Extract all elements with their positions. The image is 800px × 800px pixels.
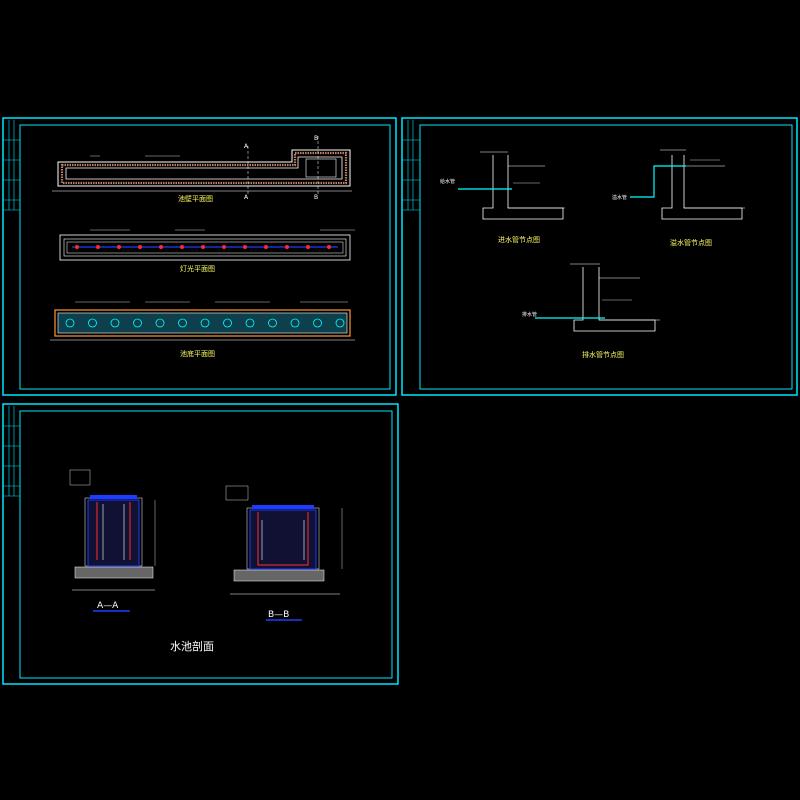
floor-drain <box>88 318 97 328</box>
details-sheet-inner-frame <box>419 124 793 390</box>
inlet-wall <box>482 155 564 220</box>
pool-bottom-outer <box>54 309 351 337</box>
plans-sheet: A A B B 池壁平面图 灯光平面图 <box>2 117 397 396</box>
underwater-light <box>180 245 184 249</box>
lighting-plan-title: 灯光平面图 <box>180 264 215 273</box>
floor-drain <box>335 318 345 328</box>
drain-pipe-label: 排水管 <box>522 311 537 318</box>
underwater-light <box>159 245 163 249</box>
pool-bottom-water <box>57 312 348 334</box>
floor-drain <box>110 318 120 328</box>
inlet-detail-title: 进水管节点图 <box>498 235 540 244</box>
underwater-light <box>264 245 268 249</box>
overflow-detail: 溢水管 溢水管节点图 <box>612 149 745 247</box>
bottom-plan-title: 池底平面图 <box>180 349 215 358</box>
pool-wall-hatch <box>60 151 348 185</box>
drains-group <box>65 318 345 328</box>
section-a-coping <box>90 495 137 499</box>
drain-detail: 排水管 排水管节点图 <box>522 263 660 359</box>
section-mark-a-top: A <box>244 143 249 150</box>
section-a-label: A—A <box>97 601 119 611</box>
floor-drain <box>268 318 277 328</box>
overflow-detail-title: 溢水管节点图 <box>670 238 712 247</box>
section-b-base <box>233 569 325 582</box>
pool-wall-outline-outer <box>57 149 351 187</box>
section-b-coping <box>252 505 314 509</box>
sections-sheet-frame <box>2 403 399 685</box>
pool-wall-plan: A A B B 池壁平面图 <box>52 135 352 203</box>
floor-drain <box>65 318 75 328</box>
section-a-base <box>74 566 154 579</box>
section-mark-b-bottom: B <box>314 194 318 201</box>
underwater-light <box>138 245 142 249</box>
underwater-light <box>75 245 79 249</box>
lights-group <box>75 245 331 249</box>
details-sheet: 给水管 进水管节点图 溢水管 溢水管节点图 排水管 排水管节点图 <box>401 117 798 396</box>
lighting-plan-mid <box>63 238 347 257</box>
pump-pit <box>305 158 337 178</box>
details-sheet-frame <box>401 117 798 396</box>
section-a-drawing: A—A <box>69 469 156 612</box>
details-title-block <box>402 120 420 211</box>
drain-detail-title: 排水管节点图 <box>582 350 624 359</box>
section-b-rebar <box>257 512 309 566</box>
plans-sheet-inner-frame <box>19 124 391 390</box>
section-b-drawing: B—B <box>225 485 343 621</box>
pool-wall-outline-inner <box>65 156 343 180</box>
section-b-label: B—B <box>268 610 289 620</box>
lighting-plan-inner <box>66 241 344 254</box>
lighting-plan: 灯光平面图 <box>59 229 355 273</box>
underwater-light <box>327 245 331 249</box>
pool-bottom-plan: 池底平面图 <box>50 301 355 358</box>
floor-drain <box>155 318 165 328</box>
overflow-pipe-label: 溢水管 <box>612 194 627 201</box>
floor-drain <box>223 318 232 328</box>
underwater-light <box>96 245 100 249</box>
inlet-pipe-label: 给水管 <box>440 178 455 185</box>
floor-drain <box>178 318 187 328</box>
floor-drain <box>245 318 255 328</box>
floor-drain <box>133 318 142 328</box>
sections-title-block <box>3 406 20 497</box>
overflow-pipe <box>630 165 686 198</box>
wall-plan-title: 池壁平面图 <box>178 194 213 203</box>
sections-sheet: A—A B—B 水池剖面 <box>2 403 399 685</box>
underwater-light <box>222 245 226 249</box>
section-b-note-box <box>225 485 249 501</box>
section-mark-a-bottom: A <box>244 194 249 201</box>
overflow-wall <box>661 155 743 220</box>
section-a-tank <box>87 499 140 567</box>
inlet-detail: 给水管 进水管节点图 <box>440 151 565 244</box>
underwater-light <box>285 245 289 249</box>
plans-sheet-frame <box>2 117 397 396</box>
underwater-light <box>117 245 121 249</box>
section-b-tank <box>249 509 317 570</box>
drain-wall <box>573 267 656 332</box>
lighting-plan-outer <box>59 234 351 261</box>
sections-sheet-title: 水池剖面 <box>170 639 214 653</box>
underwater-light <box>243 245 247 249</box>
floor-drain <box>313 318 322 328</box>
section-mark-b-top: B <box>314 135 318 142</box>
plans-title-block <box>3 120 20 211</box>
floor-drain <box>200 318 210 328</box>
sections-sheet-inner-frame <box>19 410 393 679</box>
floor-drain <box>290 318 300 328</box>
section-a-note-box <box>69 469 91 486</box>
underwater-light <box>306 245 310 249</box>
underwater-light <box>201 245 205 249</box>
